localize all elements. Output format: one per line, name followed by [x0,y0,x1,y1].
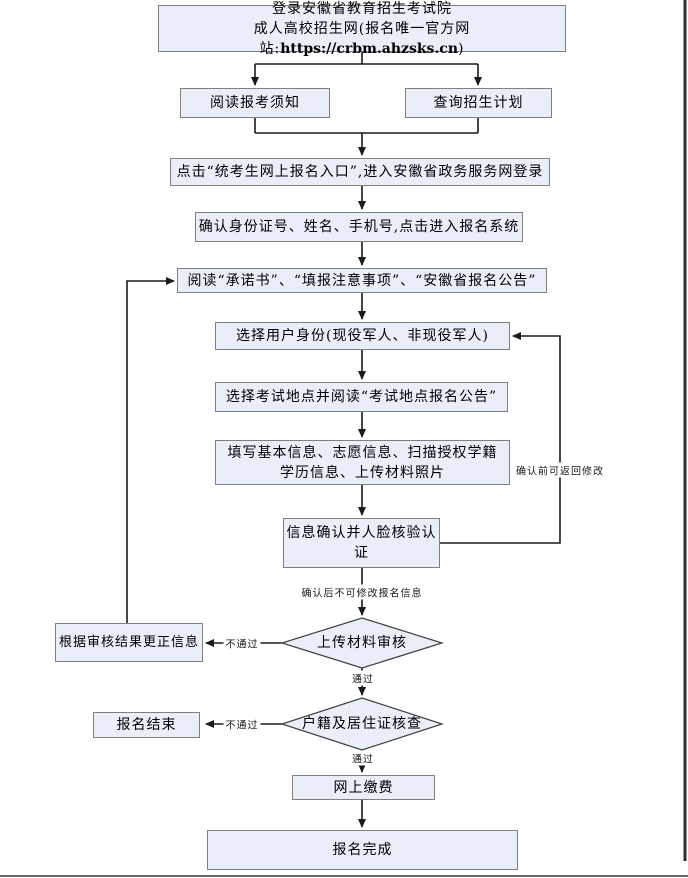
edge-label-pass-2: 通过 [350,750,376,766]
flow-node-fill-info: 填写基本信息、志愿信息、扫描授权学籍学历信息、上传材料照片 [215,440,510,485]
flow-node-pay: 网上缴费 [292,775,435,800]
login-line2: 成人高校招生网(报名唯一官方网站:https://crbm.ahzsks.cn) [253,20,471,57]
entry-label: 点击“统考生网上报名入口”,进入安徽省政务服务网登录 [176,164,544,180]
pay-label: 网上缴费 [333,779,394,796]
flow-node-read-notice: 阅读报考须知 [180,88,330,118]
residence-check-label: 户籍及居住证核查 [302,716,422,732]
flow-node-identity: 选择用户身份(现役军人、非现役军人) [215,322,510,350]
edge-label-fail-1: 不通过 [223,635,261,651]
flow-node-reg-end: 报名结束 [93,712,200,738]
fill-info-label: 填写基本信息、志愿信息、扫描授权学籍学历信息、上传材料照片 [227,444,498,481]
flow-decision-residence-check: 户籍及居住证核查 [282,698,442,750]
material-review-label: 上传材料审核 [317,635,407,651]
query-plan-label: 查询招生计划 [433,95,524,111]
reg-end-label: 报名结束 [116,717,177,733]
flow-node-read-docs: 阅读“承诺书”、“填报注意事项”、“安徽省报名公告” [177,268,547,293]
complete-label: 报名完成 [332,842,393,858]
flow-node-confirm-id: 确认身份证号、姓名、手机号,点击进入报名系统 [195,212,523,242]
read-notice-label: 阅读报考须知 [210,95,300,111]
flow-node-complete: 报名完成 [207,830,518,870]
face-verify-label: 信息确认并人脸核验认证 [286,525,437,561]
confirm-id-label: 确认身份证号、姓名、手机号,点击进入报名系统 [198,219,520,235]
flow-node-correct-info: 根据审核结果更正信息 [55,623,203,662]
edge-label-fail-2: 不通过 [223,716,261,732]
flow-node-face-verify: 信息确认并人脸核验认证 [283,518,440,568]
read-docs-label: 阅读“承诺书”、“填报注意事项”、“安徽省报名公告” [187,272,537,289]
flow-node-query-plan: 查询招生计划 [405,88,552,118]
identity-label: 选择用户身份(现役军人、非现役军人) [236,328,489,344]
exam-site-label: 选择考试地点并阅读“考试地点报名公告” [225,389,498,405]
correct-info-label: 根据审核结果更正信息 [58,634,199,650]
login-line1: 登录安徽省教育招生考试院 [272,0,452,17]
decision-diamonds [279,617,445,751]
registration-url: https://crbm.ahzsks.cn [280,40,459,57]
flow-node-entry: 点击“统考生网上报名入口”,进入安徽省政务服务网登录 [170,158,550,186]
flow-node-login: 登录安徽省教育招生考试院 成人高校招生网(报名唯一官方网站:https://cr… [158,1,566,57]
flow-node-exam-site: 选择考试地点并阅读“考试地点报名公告” [215,382,508,412]
edge-label-after-confirm: 确认后不可修改报名信息 [299,584,425,600]
connector-edges [126,52,561,828]
edge-label-pass-1: 通过 [350,670,376,686]
flow-decision-material-review: 上传材料审核 [282,618,442,668]
edge-label-before-confirm: 确认前可返回修改 [514,462,606,478]
